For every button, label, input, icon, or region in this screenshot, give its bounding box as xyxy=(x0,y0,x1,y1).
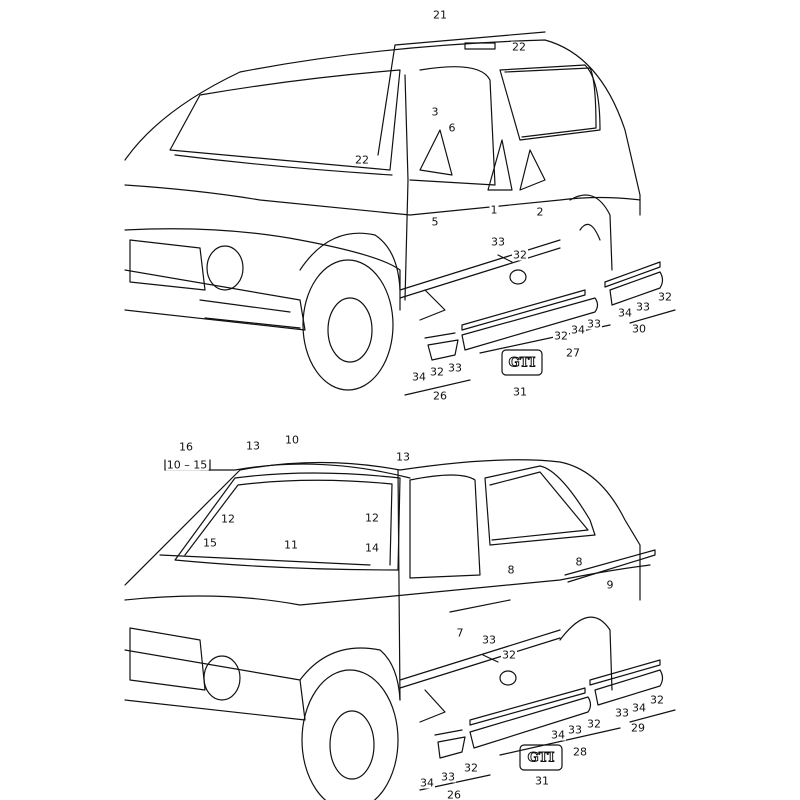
callout-31: 31 xyxy=(512,385,528,399)
callout-32: 32 xyxy=(501,648,517,662)
callout-26: 26 xyxy=(432,389,448,403)
callout-31: 31 xyxy=(534,774,550,788)
bottom-car-body xyxy=(124,459,656,800)
callout-22: 22 xyxy=(354,153,370,167)
callout-28: 28 xyxy=(572,745,588,759)
top-car-body xyxy=(124,31,641,391)
callout-33: 33 xyxy=(490,235,506,249)
callout-13: 13 xyxy=(245,439,261,453)
callout-33: 33 xyxy=(614,706,630,720)
callout-32: 32 xyxy=(649,693,665,707)
callout-32: 32 xyxy=(586,717,602,731)
callout-32: 32 xyxy=(463,761,479,775)
callout-3: 3 xyxy=(430,105,440,119)
callout-34: 34 xyxy=(419,776,435,790)
callout-7: 7 xyxy=(455,626,465,640)
callout-13: 13 xyxy=(395,450,411,464)
callout-29: 29 xyxy=(630,721,646,735)
callout-32: 32 xyxy=(657,290,673,304)
callout-12: 12 xyxy=(364,511,380,525)
callout-6: 6 xyxy=(447,121,457,135)
callout-14: 14 xyxy=(364,541,380,555)
callout-33: 33 xyxy=(481,633,497,647)
callout-32: 32 xyxy=(429,365,445,379)
callout-10: 10 xyxy=(284,433,300,447)
group-range: 10 – 15 xyxy=(165,458,209,472)
callout-9: 9 xyxy=(605,578,615,592)
callout-34: 34 xyxy=(570,323,586,337)
callout-8: 8 xyxy=(574,555,584,569)
callout-33: 33 xyxy=(586,317,602,331)
bottom-trim-parts xyxy=(164,459,676,791)
callout-26: 26 xyxy=(446,788,462,800)
gti-badge: GTI xyxy=(508,355,536,371)
top-trim-parts xyxy=(404,261,676,396)
callout-5: 5 xyxy=(430,215,440,229)
callout-34: 34 xyxy=(550,728,566,742)
group-label-16: 16 xyxy=(178,440,194,454)
callout-33: 33 xyxy=(440,770,456,784)
callout-33: 33 xyxy=(567,723,583,737)
callout-34: 34 xyxy=(411,370,427,384)
callout-34: 34 xyxy=(631,701,647,715)
callout-30: 30 xyxy=(631,322,647,336)
callout-33: 33 xyxy=(635,300,651,314)
callout-2: 2 xyxy=(535,205,545,219)
callout-1: 1 xyxy=(489,203,499,217)
callout-15: 15 xyxy=(202,536,218,550)
callout-11: 11 xyxy=(283,538,299,552)
callout-22: 22 xyxy=(511,40,527,54)
callout-12: 12 xyxy=(220,512,236,526)
callout-33: 33 xyxy=(447,361,463,375)
callout-8: 8 xyxy=(506,563,516,577)
callout-32: 32 xyxy=(512,248,528,262)
callout-32: 32 xyxy=(553,329,569,343)
gti-badge: GTI xyxy=(527,750,555,766)
callout-21: 21 xyxy=(432,8,448,22)
callout-27: 27 xyxy=(565,346,581,360)
callout-34: 34 xyxy=(617,306,633,320)
